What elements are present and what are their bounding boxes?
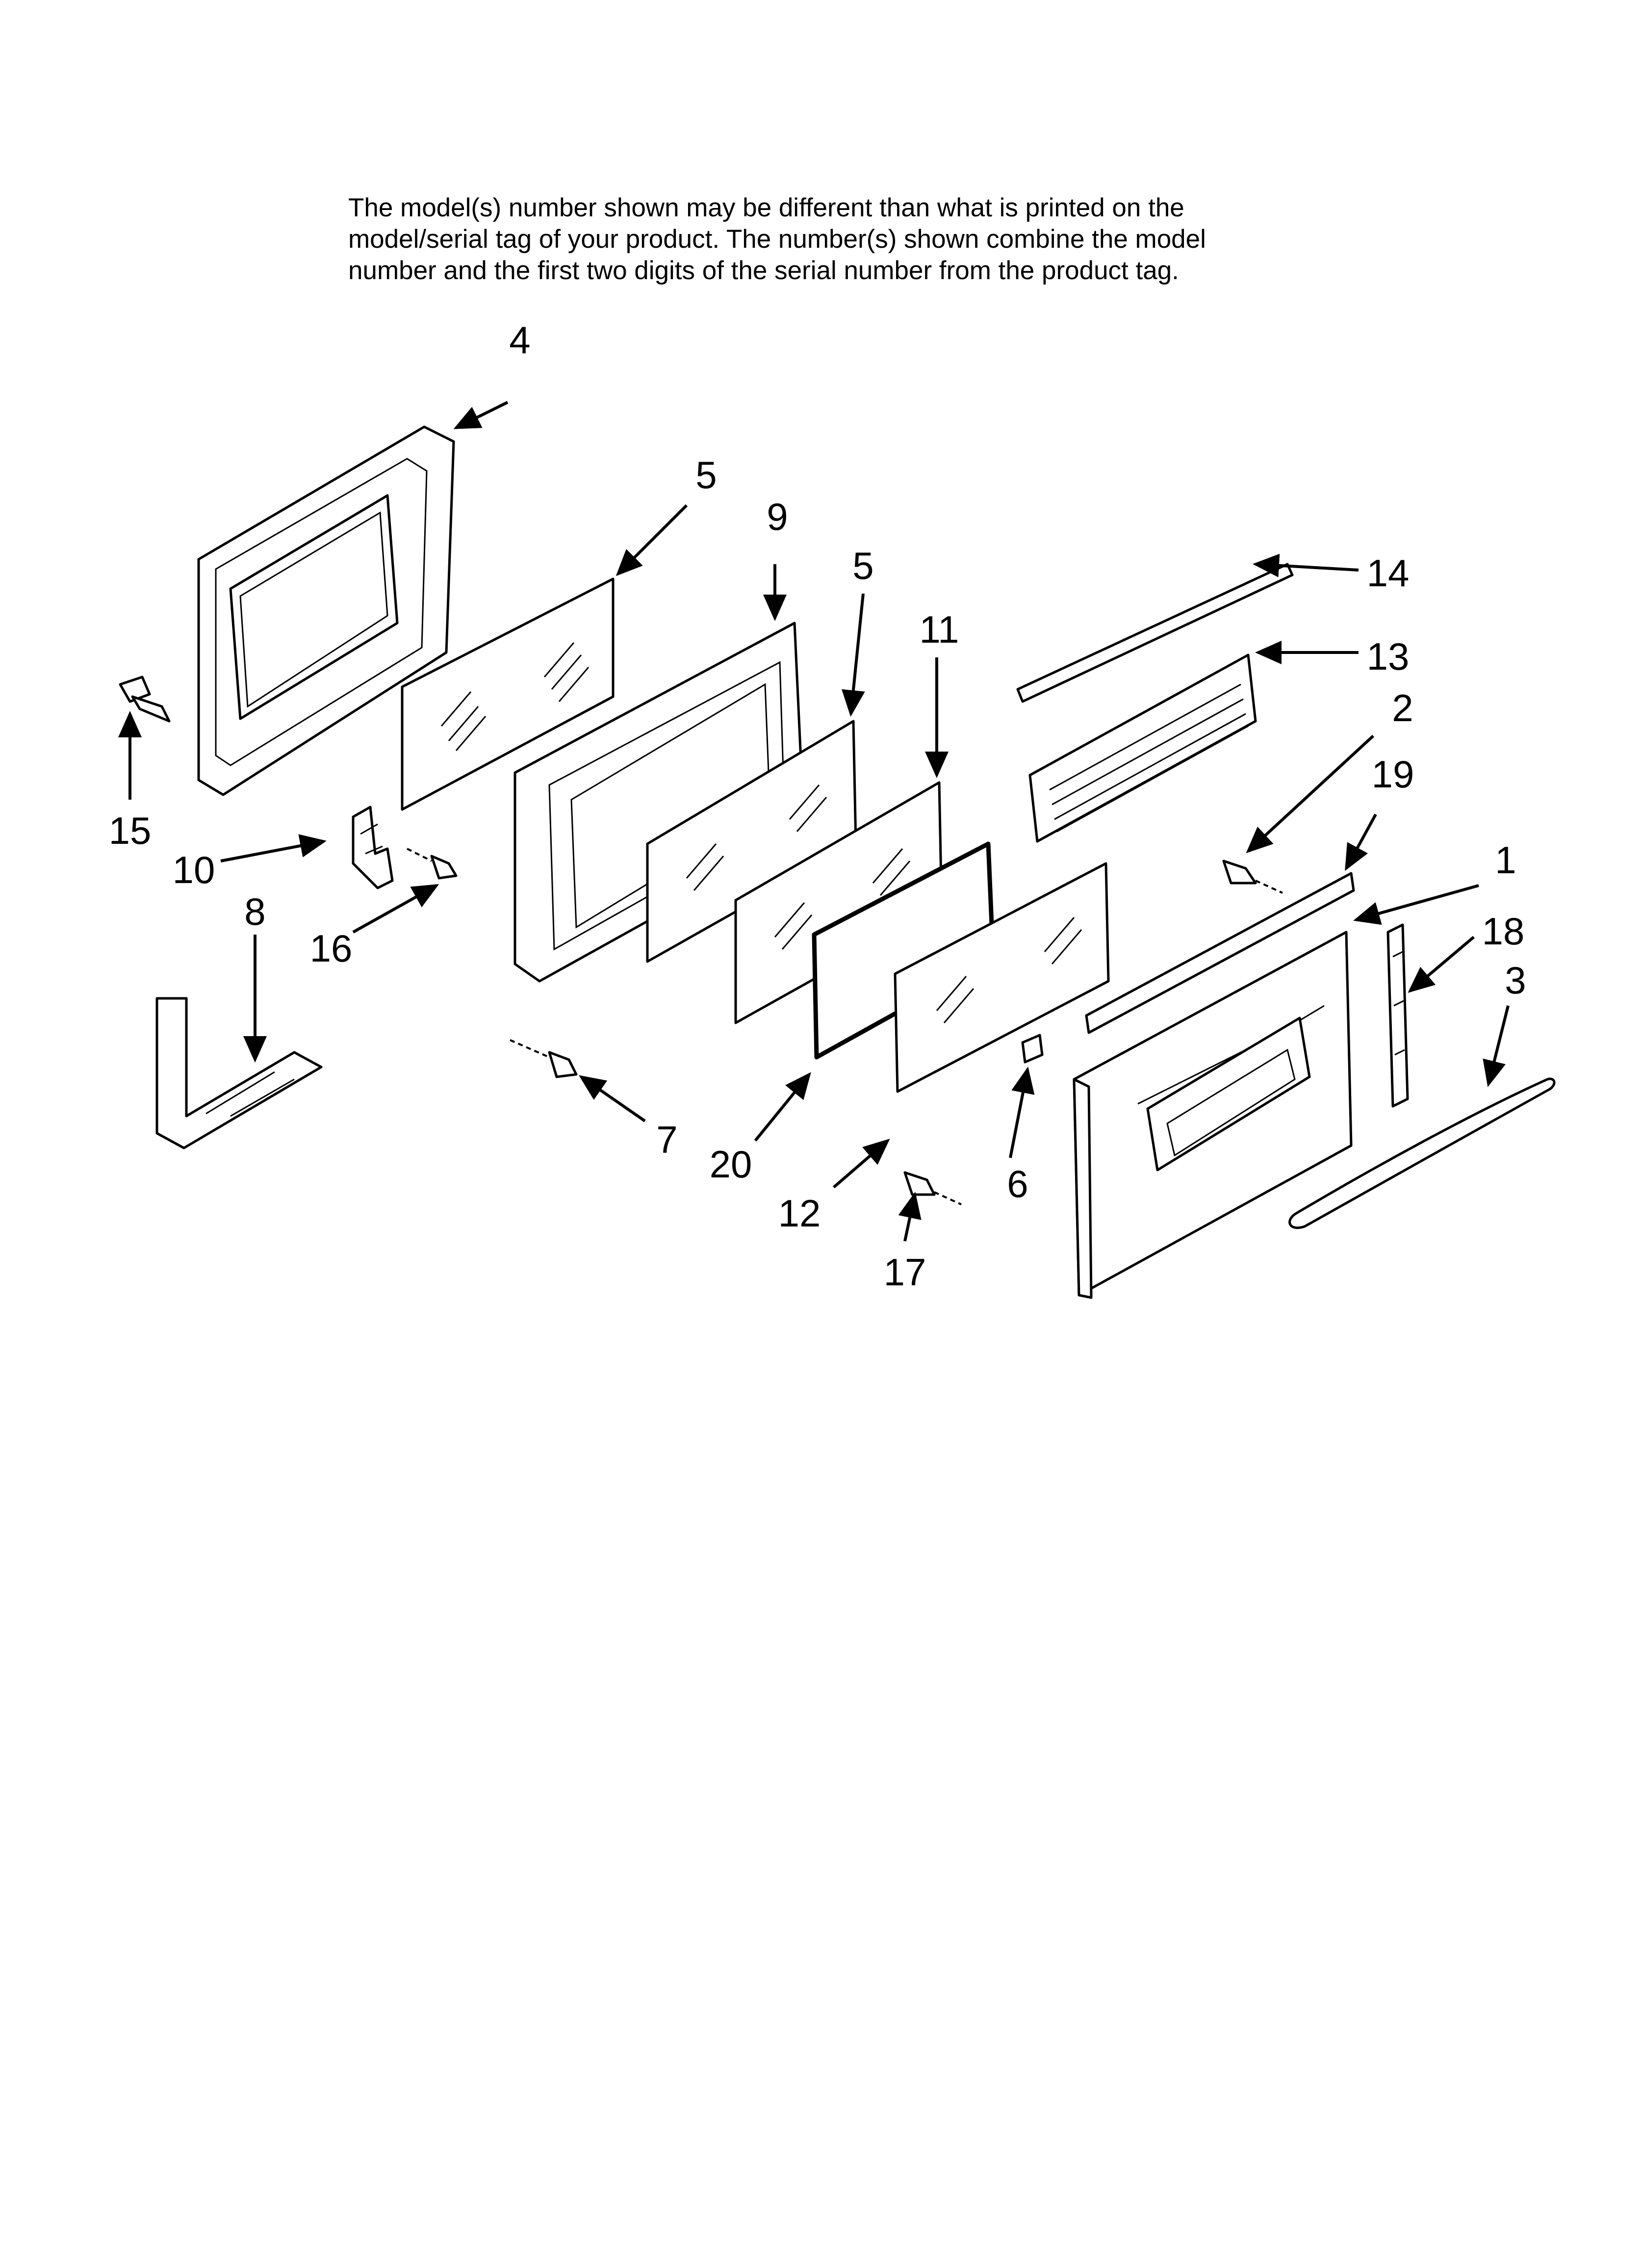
part-door-handle [1288,1077,1556,1229]
callout-8: 8 [244,890,265,933]
callout-5-left: 5 [695,453,717,496]
part-screw-2 [1222,860,1283,894]
callout-12: 12 [778,1192,821,1235]
model-number-notice: The model(s) number shown may be differe… [348,192,1354,287]
notice-line-3: number and the first two digits of the s… [348,256,1179,285]
callout-9: 9 [767,495,788,538]
callout-arrows [118,401,1510,1242]
callout-labels: 4 5 9 5 11 14 13 2 19 1 15 10 16 8 18 3 … [109,318,1526,1294]
part-side-bracket-18 [1386,923,1409,1108]
part-screw-16 [407,848,458,880]
part-glass-panel-left [401,577,615,811]
callout-20: 20 [710,1143,752,1186]
part-door-seal [155,997,323,1149]
part-trim-strip-14 [1016,563,1294,703]
part-trim-strip-19 [1085,872,1355,1034]
callout-10: 10 [173,848,215,891]
callout-2: 2 [1392,686,1413,730]
callout-4: 4 [509,318,530,362]
part-door-hinge [352,806,394,889]
callout-6: 6 [1007,1162,1028,1205]
part-screw-17 [903,1171,962,1205]
part-outer-door-panel [1073,931,1353,1299]
part-clip-6 [1021,1034,1044,1064]
callout-13: 13 [1367,635,1410,678]
callout-19: 19 [1372,753,1414,796]
callout-14: 14 [1367,551,1410,595]
callout-11: 11 [920,608,959,651]
callout-16: 16 [310,927,353,970]
part-glass-panel-12 [894,862,1110,1093]
callout-3: 3 [1505,959,1526,1002]
part-inner-door-panel [197,425,455,796]
notice-line-1: The model(s) number shown may be differe… [348,193,1184,222]
callout-1: 1 [1495,838,1516,882]
part-vent-channel-13 [1028,653,1257,843]
callout-7: 7 [656,1118,677,1161]
part-screw-15 [119,676,171,723]
notice-line-2: model/serial tag of your product. The nu… [348,225,1206,254]
callout-15: 15 [109,809,152,852]
part-screw-7 [510,1039,578,1078]
callout-18: 18 [1482,910,1525,953]
callout-17: 17 [884,1251,926,1294]
callout-5-center: 5 [852,544,873,587]
